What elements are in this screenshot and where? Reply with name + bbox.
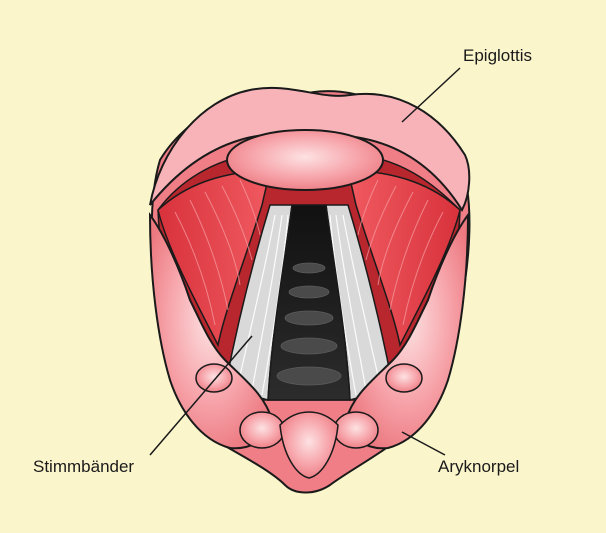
label-epiglottis: Epiglottis: [463, 46, 532, 65]
interarytenoid-notch: [279, 411, 339, 479]
tracheal-rings: [276, 262, 342, 386]
label-aryknorpel: Aryknorpel: [438, 457, 520, 476]
epiglottis-tubercle: [226, 129, 384, 191]
cuneiform-tubercle-left: [195, 363, 233, 393]
muscle-left-fibers: [174, 179, 261, 326]
leader-epiglottis: [401, 67, 461, 123]
arytenoid-left: [239, 411, 285, 449]
arytenoid-right: [333, 411, 379, 449]
vocal-cord-left-fibers: [237, 214, 289, 396]
label-stimmbaender: Stimmbänder: [33, 457, 135, 476]
vocal-cord-right-fibers: [329, 214, 381, 396]
leader-stimmbaender: [149, 335, 253, 456]
cuneiform-tubercle-right: [385, 363, 423, 393]
muscle-right-fibers: [357, 179, 444, 326]
leader-aryknorpel: [401, 431, 446, 456]
